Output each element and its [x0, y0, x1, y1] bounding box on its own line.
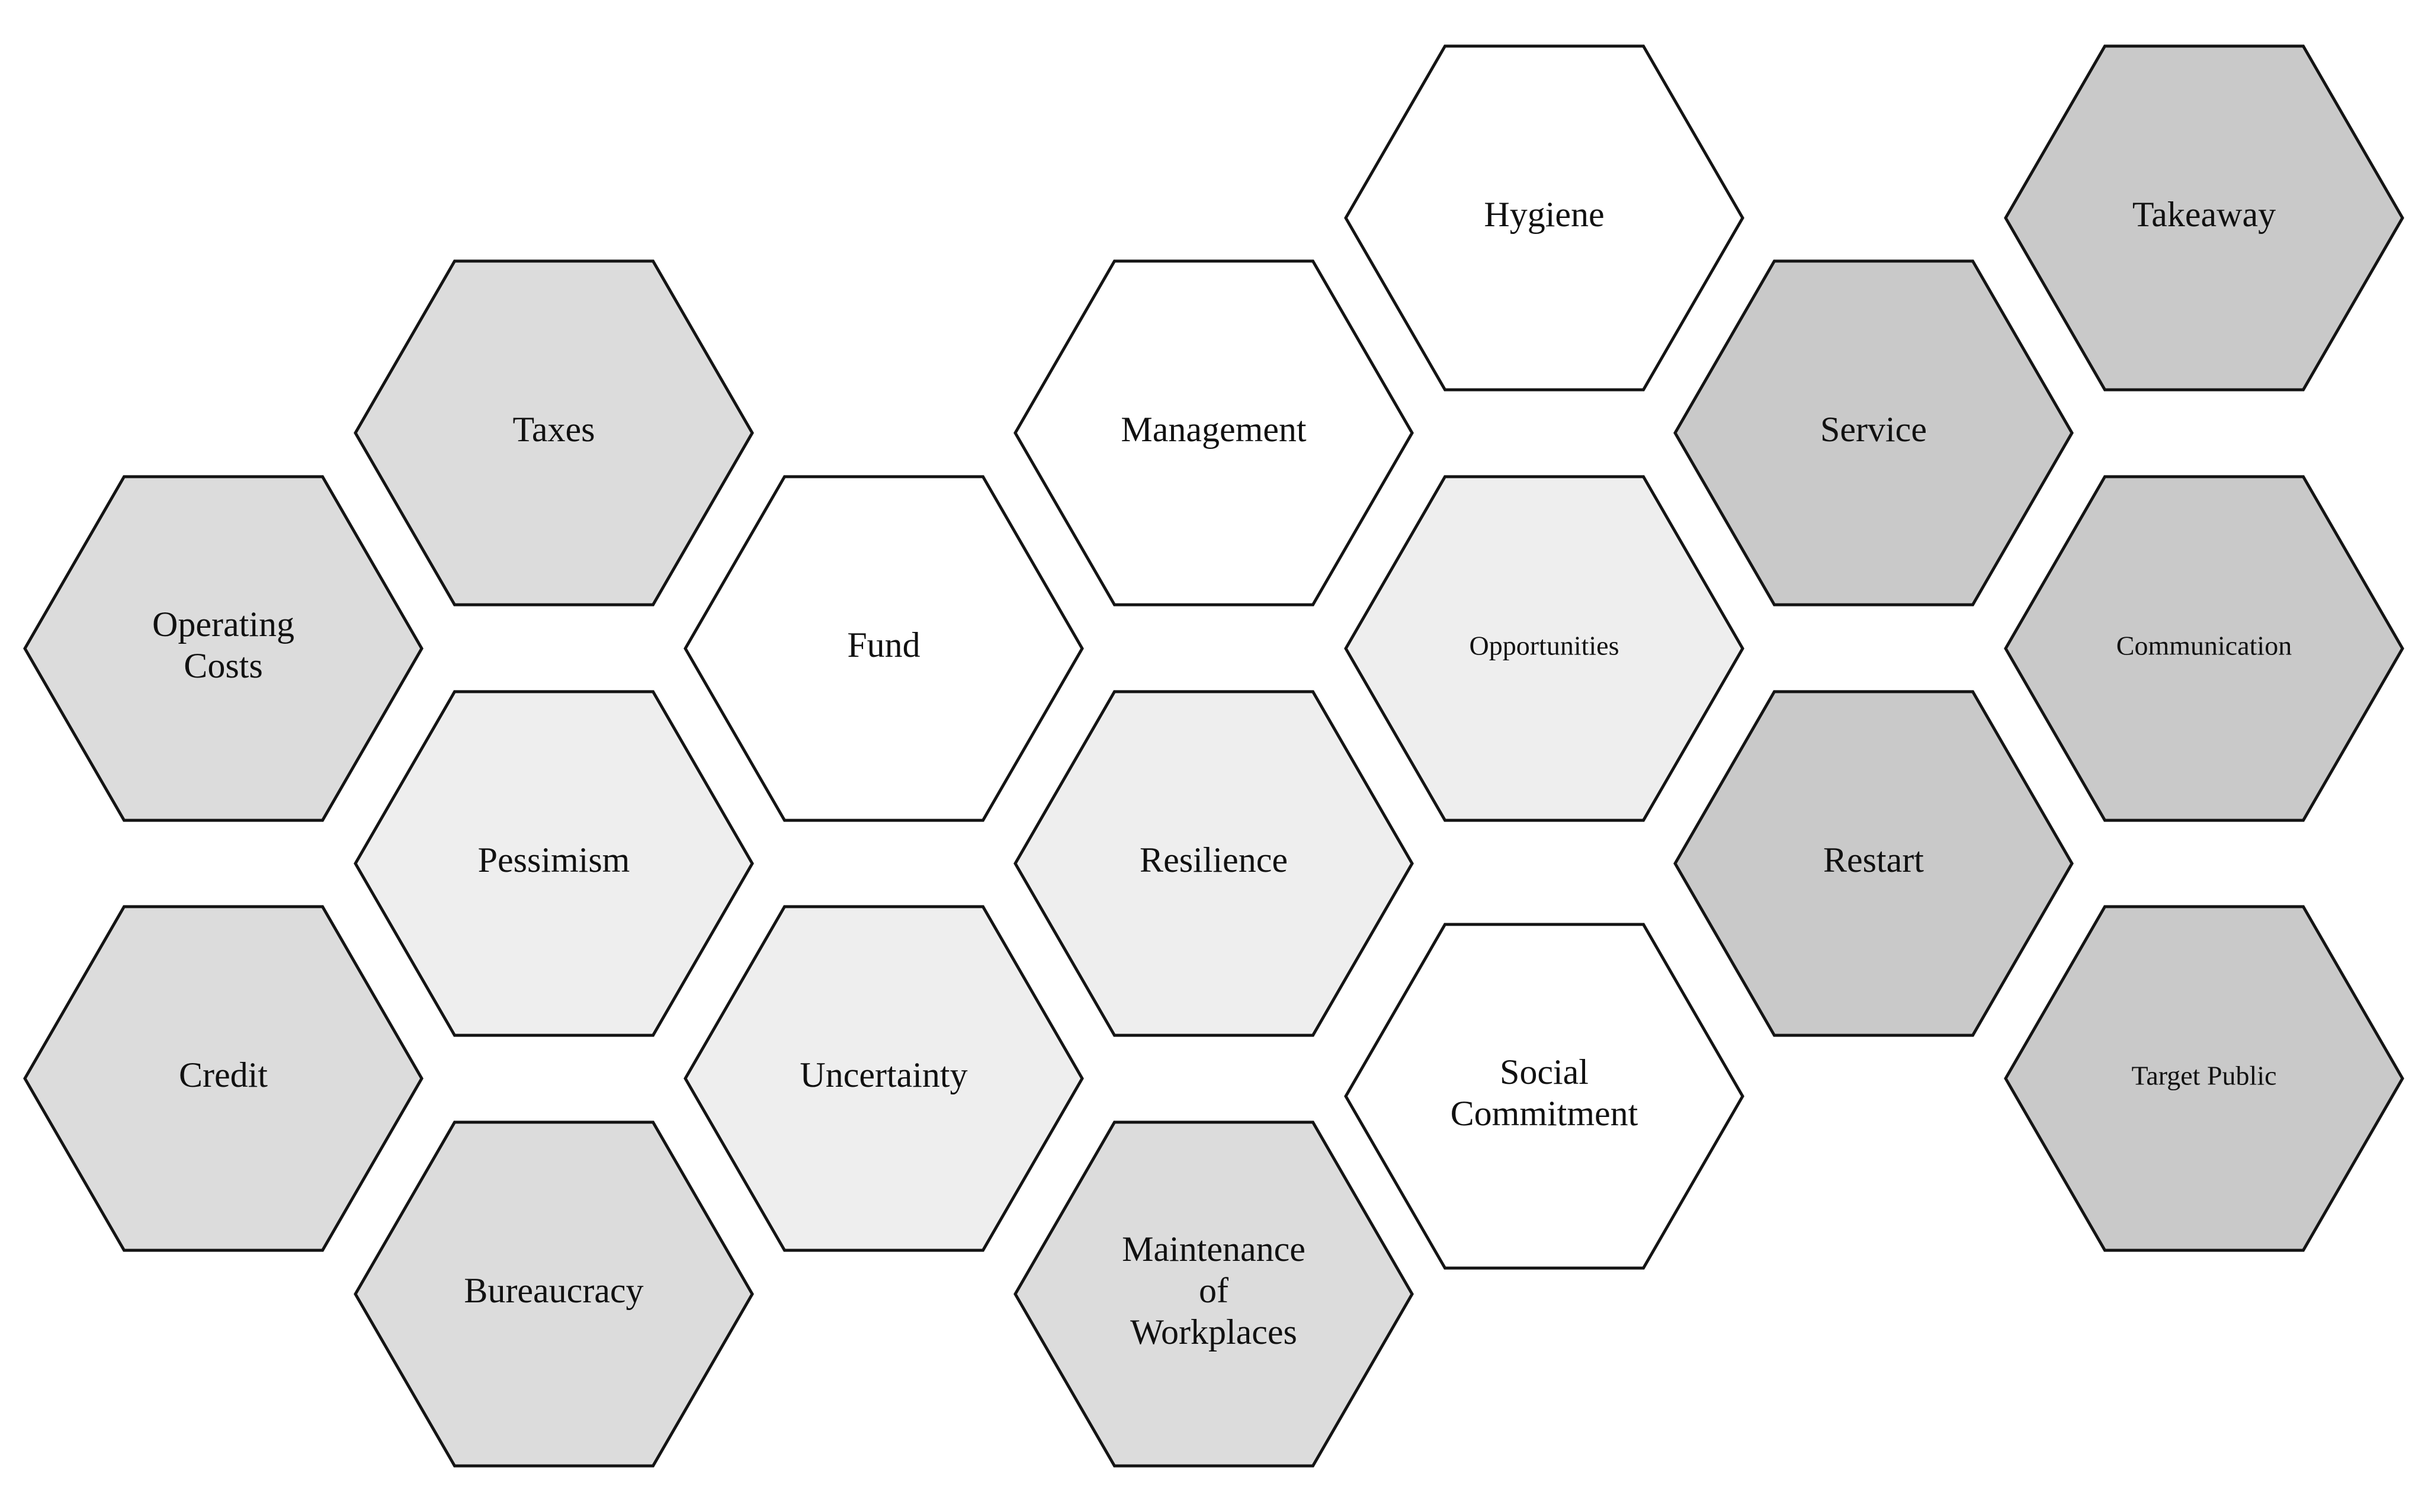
hexagon-label: Target Public — [2131, 1061, 2276, 1091]
hexagon-management: Management — [1013, 259, 1414, 606]
hexagon-label: Takeaway — [2132, 195, 2276, 234]
hexagon-shape — [354, 1121, 754, 1468]
hexagon-credit: Credit — [23, 905, 424, 1252]
hexagon-label: Costs — [184, 646, 262, 685]
hexagon-label: Maintenance — [1122, 1229, 1305, 1269]
hexagon-communication: Communication — [2004, 475, 2404, 822]
hexagon-shape — [1013, 1121, 1414, 1468]
hexagon-label: Operating — [152, 605, 294, 644]
hexagon-label: Fund — [847, 625, 920, 664]
hexagon-shape — [1013, 259, 1414, 606]
hexagon-label: Hygiene — [1484, 195, 1604, 234]
hexagon-label: Social — [1500, 1052, 1589, 1092]
hexagon-shape — [1344, 475, 1744, 822]
hexagon-shape — [23, 475, 424, 822]
hexagon-bureaucracy: Bureaucracy — [354, 1121, 754, 1468]
hexagon-label: Credit — [179, 1055, 268, 1094]
hexagon-service: Service — [1673, 259, 2074, 606]
hexagon-shape — [684, 905, 1084, 1252]
hexagon-label: Taxes — [512, 410, 595, 449]
hexagon-restart: Restart — [1673, 690, 2074, 1037]
hexagon-label: Service — [1820, 410, 1927, 449]
hexagon-uncertainty: Uncertainty — [684, 905, 1084, 1252]
hexagon-shape — [1673, 690, 2074, 1037]
hexagon-shape — [2004, 44, 2404, 391]
hexagon-label: Management — [1121, 410, 1307, 449]
hexagon-shape — [1673, 259, 2074, 606]
hexagon-opportunities: Opportunities — [1344, 475, 1744, 822]
hexagon-shape — [354, 690, 754, 1037]
hexagon-shape — [1344, 44, 1744, 391]
hexagon-shape — [2004, 905, 2404, 1252]
hexagon-label: Uncertainty — [800, 1055, 967, 1094]
hexagon-label: Workplaces — [1130, 1312, 1297, 1352]
hexagon-label: Bureaucracy — [464, 1271, 643, 1310]
hexagon-shape — [684, 475, 1084, 822]
hexagon-label: of — [1199, 1271, 1228, 1310]
hexagon-taxes: Taxes — [354, 259, 754, 606]
hexagon-shape — [1013, 690, 1414, 1037]
hexagon-label: Resilience — [1140, 840, 1288, 879]
hexagon-fund: Fund — [684, 475, 1084, 822]
hexagon-hygiene: Hygiene — [1344, 44, 1744, 391]
hexagon-label: Commitment — [1451, 1094, 1638, 1133]
hexagon-label: Pessimism — [478, 840, 630, 879]
hexagon-target-public: Target Public — [2004, 905, 2404, 1252]
hexagon-shape — [2004, 475, 2404, 822]
hexagon-shape — [1344, 923, 1744, 1270]
hexagon-label: Communication — [2116, 631, 2292, 661]
hexagon-resilience: Resilience — [1013, 690, 1414, 1037]
hexagon-takeaway: Takeaway — [2004, 44, 2404, 391]
hexagon-shape — [23, 905, 424, 1252]
hexagon-label: Opportunities — [1470, 631, 1619, 661]
hexagon-label: Restart — [1823, 840, 1924, 879]
hexagon-shape — [354, 259, 754, 606]
hexagon-pessimism: Pessimism — [354, 690, 754, 1037]
